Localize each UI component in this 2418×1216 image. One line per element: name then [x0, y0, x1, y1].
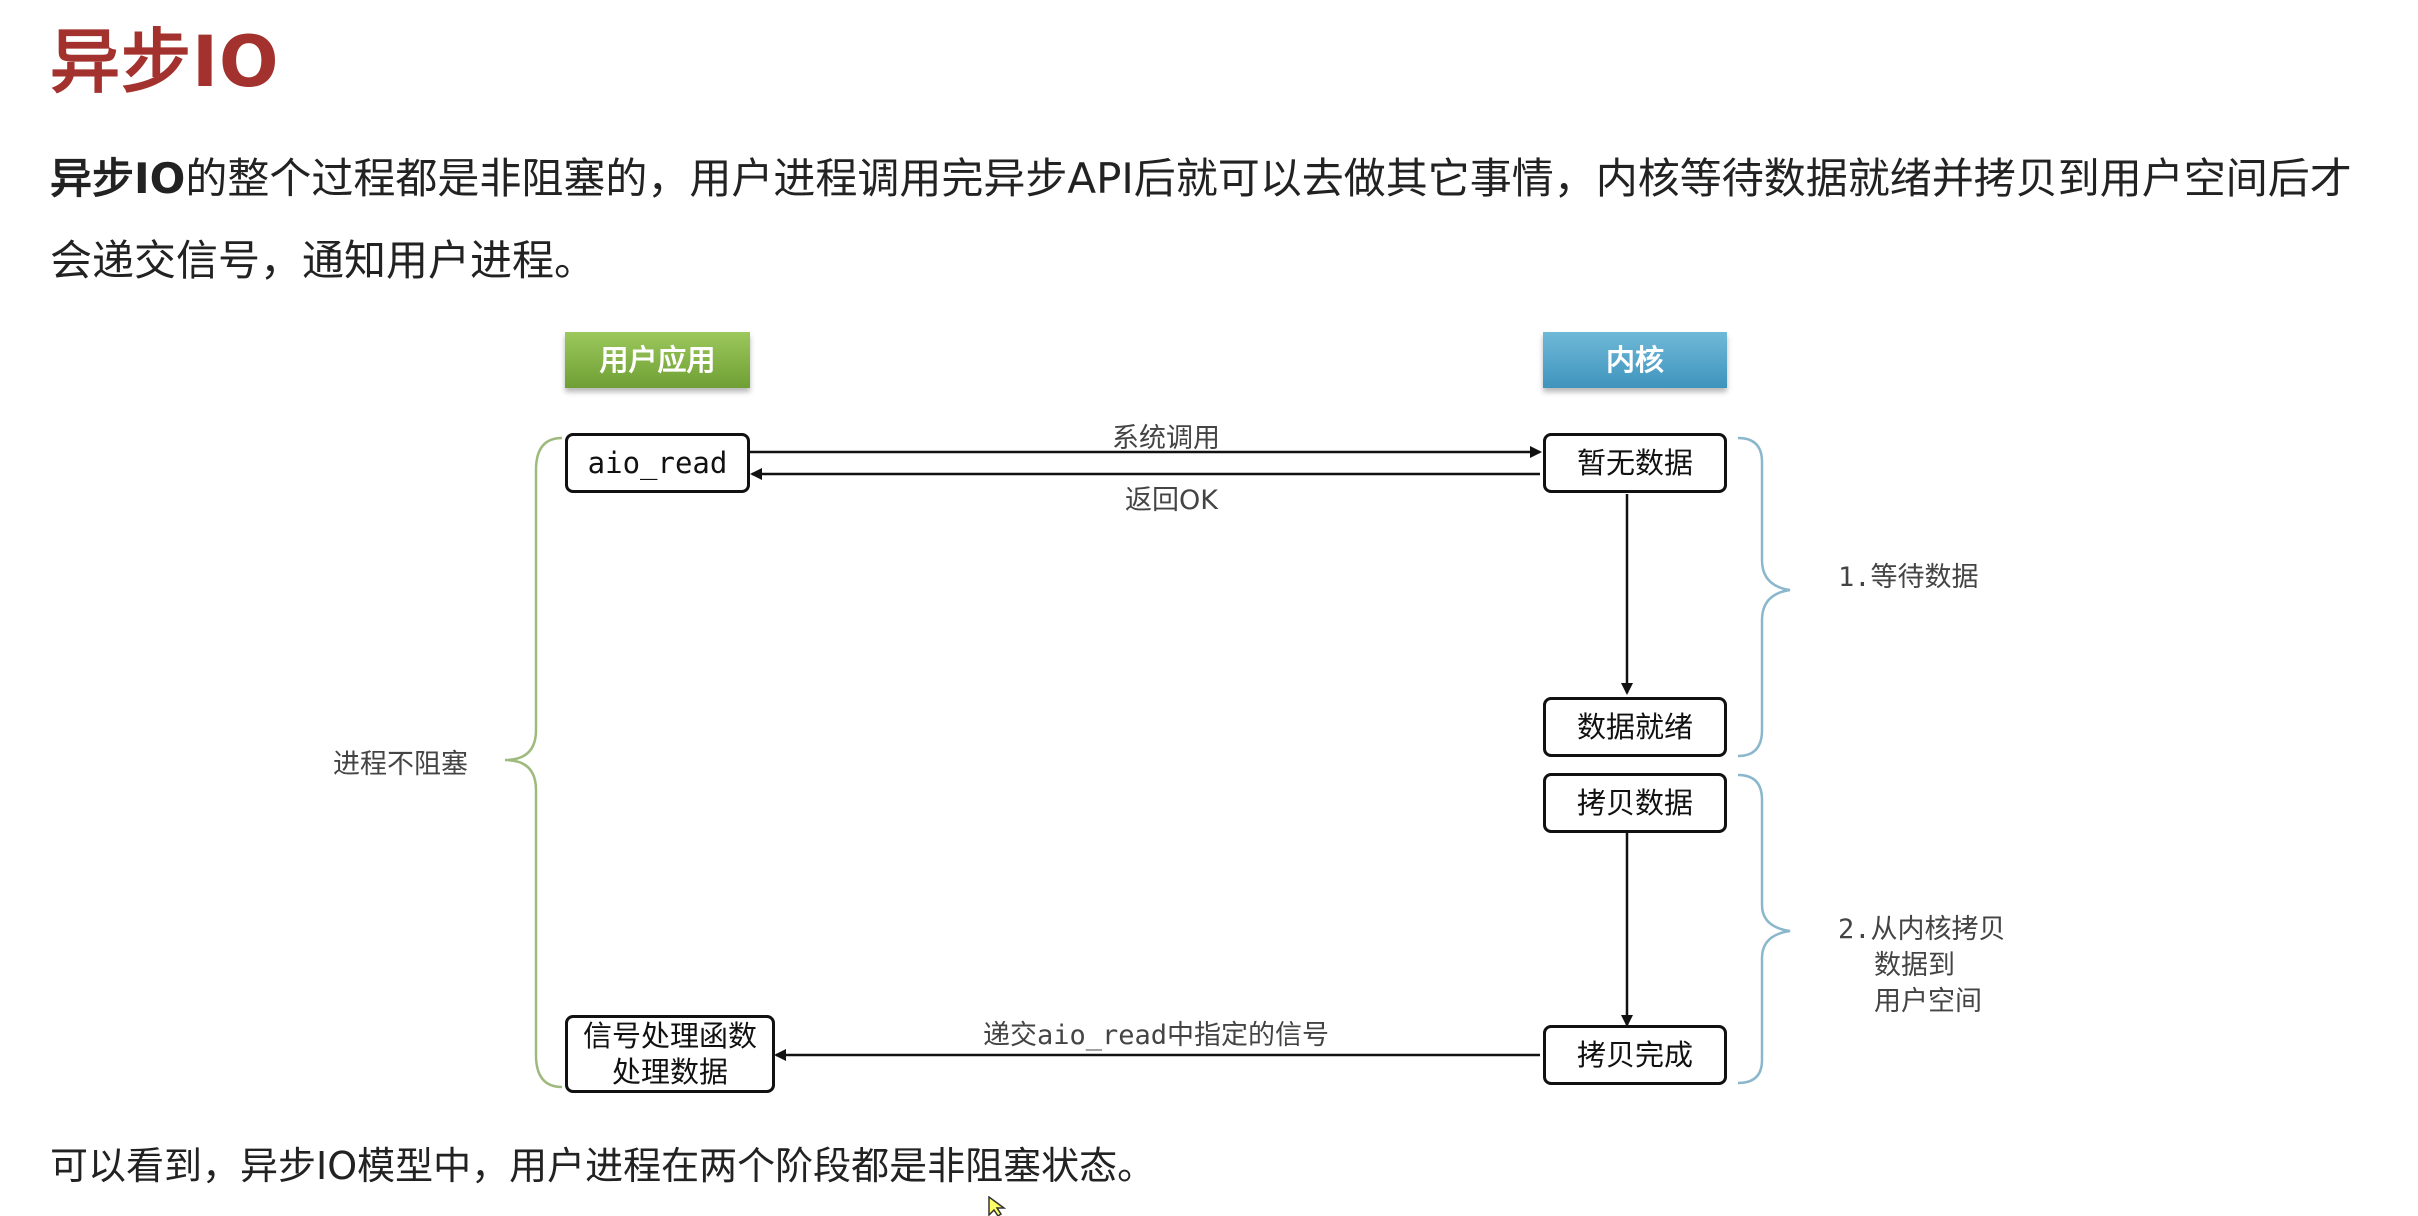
page-title: 异步IO [50, 21, 280, 103]
stage2-line1: 从内核拷贝 [1870, 914, 2006, 945]
stage2-num: 2. [1838, 914, 1871, 945]
intro-text: 的整个过程都是非阻塞的，用户进程调用完异步API后就可以去做其它事情，内核等待数… [50, 154, 2352, 285]
header-kernel: 内核 [1543, 332, 1727, 388]
box-copy-data: 拷贝数据 [1543, 773, 1727, 833]
right-brace-2 [1737, 773, 1791, 1085]
intro-paragraph: 异步IO的整个过程都是非阻塞的，用户进程调用完异步API后就可以去做其它事情，内… [50, 138, 2380, 302]
intro-bold: 异步IO [50, 154, 186, 203]
signal-handler-line1: 信号处理函数 [582, 1019, 757, 1053]
conclusion-text: 可以看到，异步IO模型中，用户进程在两个阶段都是非阻塞状态。 [50, 1144, 1156, 1188]
header-user-app: 用户应用 [565, 332, 750, 388]
stage2-line2: 数据到 [1874, 950, 1955, 981]
stage2-line3: 用户空间 [1874, 986, 1982, 1017]
mouse-cursor-icon [988, 1196, 1007, 1216]
label-deliver-signal: 递交aio_read中指定的信号 [983, 1020, 1330, 1051]
stage1-num: 1. [1838, 562, 1871, 593]
label-return-ok: 返回OK [1125, 485, 1218, 516]
label-syscall: 系统调用 [1112, 423, 1220, 454]
box-no-data: 暂无数据 [1543, 433, 1727, 493]
stage-2-label: 2.从内核拷贝 数据到 用户空间 [1838, 912, 2006, 1020]
stage1-text: 等待数据 [1870, 562, 1979, 593]
signal-handler-line2: 处理数据 [611, 1055, 728, 1089]
box-data-ready: 数据就绪 [1543, 697, 1727, 757]
right-brace-1 [1737, 436, 1791, 758]
stage-1-label: 1.等待数据 [1838, 560, 1979, 596]
label-process-nonblocking: 进程不阻塞 [333, 749, 468, 780]
left-brace [504, 436, 563, 1089]
box-signal-handler: 信号处理函数 处理数据 [565, 1015, 775, 1093]
box-copy-done: 拷贝完成 [1543, 1025, 1727, 1085]
box-aio-read: aio_read [565, 433, 750, 493]
